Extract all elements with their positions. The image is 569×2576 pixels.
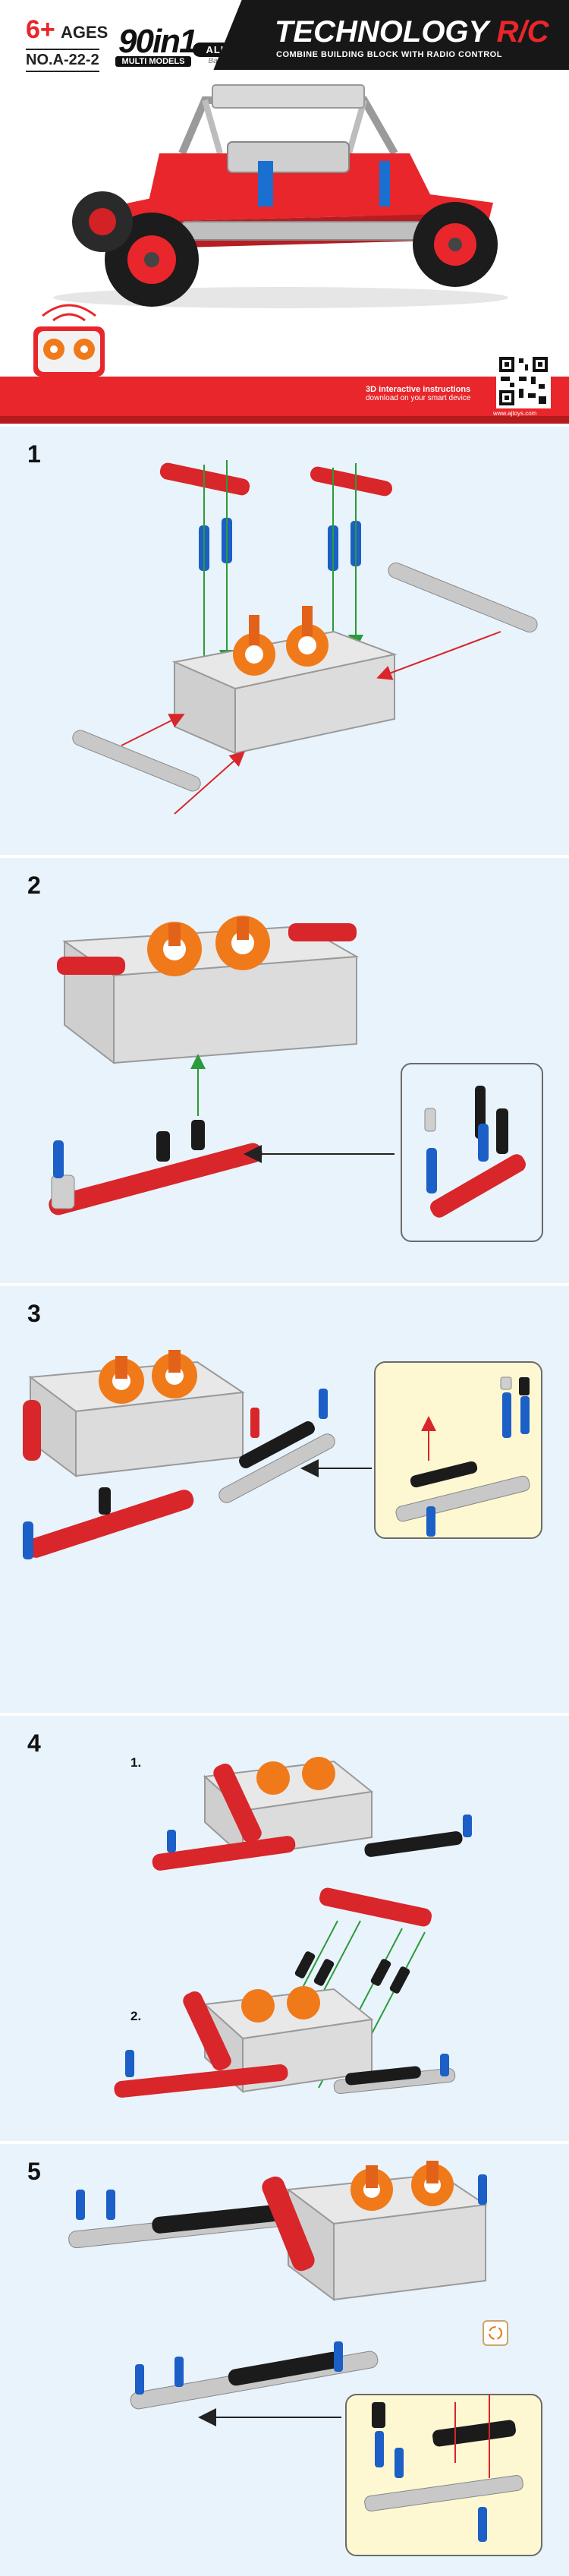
rc-car-illustration (53, 84, 508, 308)
sub-step-label-2: 2. (130, 2009, 142, 2023)
sub-step-label-1: 1. (130, 1755, 142, 1770)
age-number: 6+ (26, 15, 55, 44)
multi-model-badge: 90in1 MULTI MODELS (111, 23, 198, 70)
step-4: 1. 2. 4 (0, 1713, 569, 2144)
step-1: 1 (0, 424, 569, 858)
plus-icon (369, 356, 379, 367)
step-5-diagram (68, 2161, 542, 2556)
cover-header: 6+ AGES NO.A-22-2 90in1 MULTI MODELS ALL… (0, 0, 569, 424)
brand-bar: TECHNOLOGY R/C COMBINE BUILDING BLOCK WI… (258, 0, 569, 70)
wifi-icon (441, 353, 461, 368)
model-number: NO.A-22-2 (26, 49, 99, 72)
step-5: 5 (0, 2141, 569, 2576)
phone-icon (388, 352, 401, 374)
cover-red-band (0, 377, 569, 424)
tablet-icon (409, 350, 430, 376)
device-icons (369, 350, 461, 376)
download-title: 3D interactive instructions (366, 385, 471, 394)
age-word: AGES (61, 23, 108, 42)
step-number: 1 (27, 440, 41, 468)
brand-subtitle: COMBINE BUILDING BLOCK WITH RADIO CONTRO… (276, 50, 502, 59)
age-badge: 6+ AGES (26, 15, 108, 44)
brand-rc-text: R/C (496, 15, 549, 49)
step-3-diagram (23, 1350, 542, 1559)
step-1-diagram (72, 460, 538, 815)
step-number: 2 (27, 872, 41, 899)
step-number: 3 (27, 1300, 41, 1327)
download-info: 3D interactive instructions download on … (366, 349, 495, 402)
rotate-view-icon (483, 2320, 508, 2346)
step-number: 5 (27, 2158, 41, 2185)
download-subtitle: download on your smart device (366, 394, 471, 402)
step-number: 4 (27, 1729, 41, 1757)
wheel-rear-far (72, 191, 133, 252)
step-2-detail-callout (401, 1063, 543, 1242)
qr-code[interactable] (496, 354, 551, 408)
step-4-diagram (114, 1757, 472, 2098)
brand-title-text: TECHNOLOGY (275, 15, 489, 49)
brand-title: TECHNOLOGY R/C (275, 15, 549, 49)
step-3: 3 (0, 1283, 569, 1716)
badge-subtitle: MULTI MODELS (115, 56, 191, 67)
remote-control-illustration (33, 304, 105, 377)
step-2-diagram (49, 916, 526, 1218)
badge-title: 90in1 (118, 23, 198, 60)
step-2: 2 (0, 855, 569, 1286)
wheel-front (413, 202, 498, 287)
website-url: www.ajtoys.com (493, 410, 537, 417)
